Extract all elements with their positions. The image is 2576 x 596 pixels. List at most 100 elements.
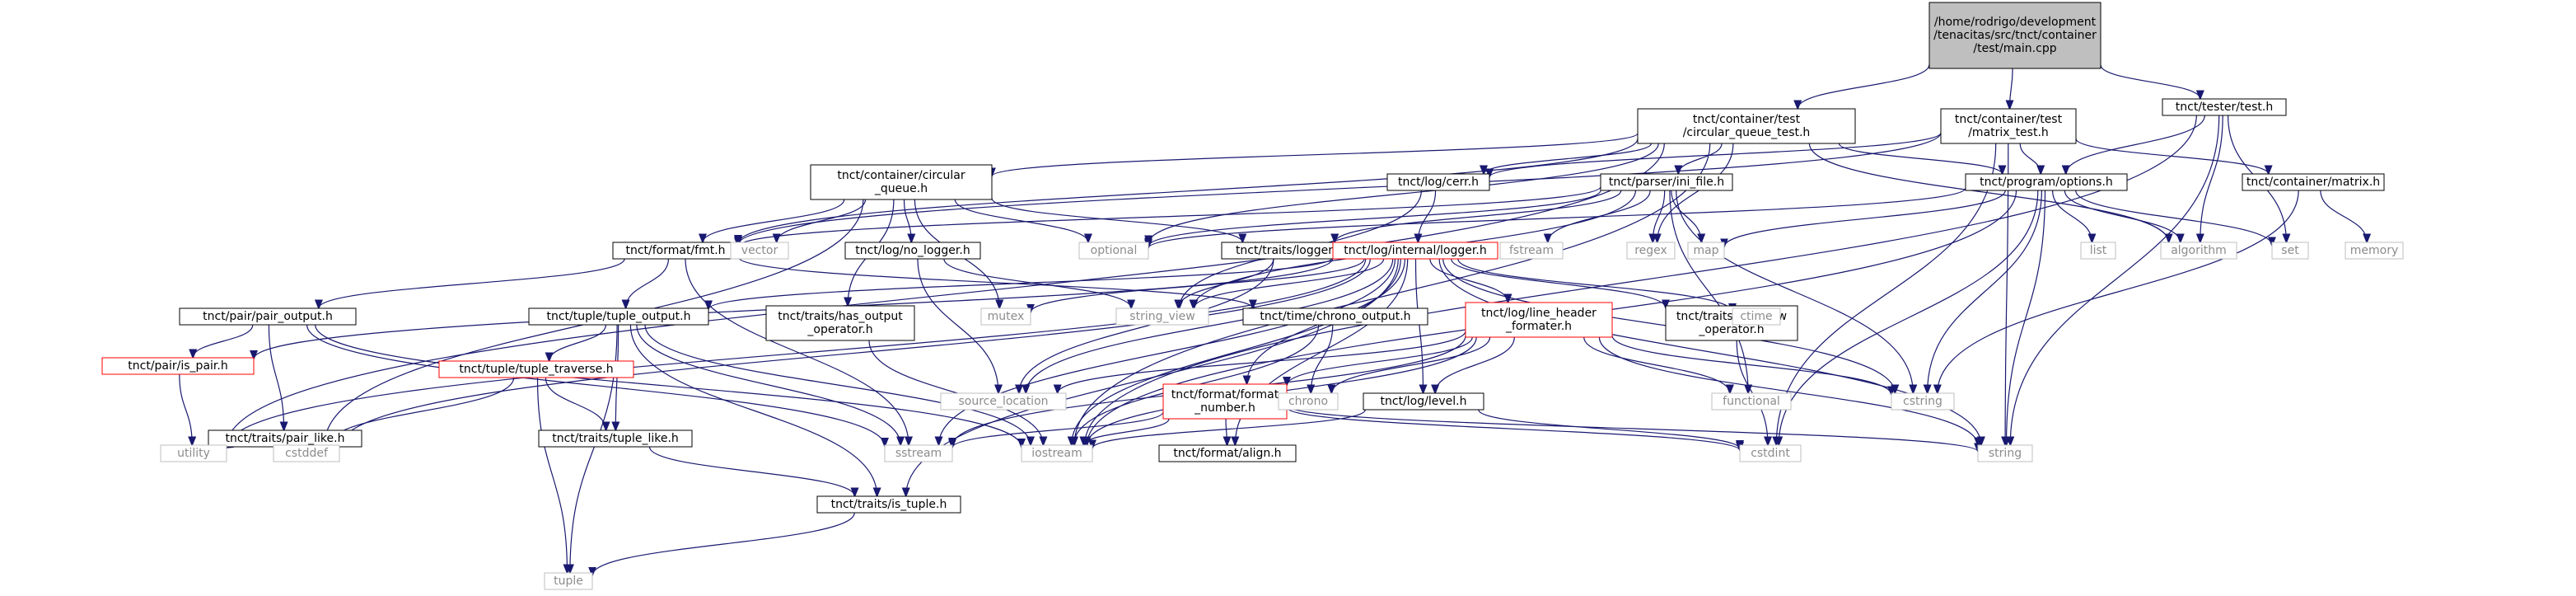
node-istuple[interactable]: tnct/traits/is_tuple.h xyxy=(816,495,961,514)
node-tupletrav[interactable]: tnct/tuple/tuple_traverse.h xyxy=(438,360,634,378)
node-nologger-label-line-0: tnct/log/no_logger.h xyxy=(855,244,970,257)
node-source_location-label-line-0: source_location xyxy=(958,395,1048,408)
node-fmt[interactable]: tnct/format/fmt.h xyxy=(612,242,739,260)
node-ispair[interactable]: tnct/pair/is_pair.h xyxy=(101,357,255,375)
node-root-label-line-1: /tenacitas/src/tnct/container xyxy=(1933,29,2097,42)
node-fmtnum-label-line-0: tnct/format/format xyxy=(1171,388,1279,401)
node-circq[interactable]: tnct/container/circular_queue.h xyxy=(810,164,993,200)
node-map-box xyxy=(1687,242,1725,260)
node-nologger[interactable]: tnct/log/no_logger.h xyxy=(844,242,981,260)
node-inifile-box xyxy=(1600,173,1733,191)
edge-tupleout-to-tupletrav xyxy=(549,324,606,361)
node-sstream-box xyxy=(884,444,953,462)
edge-intlogger-to-tupleout xyxy=(708,256,1334,309)
node-loglevel-box xyxy=(1363,392,1484,411)
node-ctime-label-line-0: ctime xyxy=(1740,310,1772,323)
edge-progopt-to-list xyxy=(2052,190,2092,242)
node-tester-label-line-0: tnct/tester/test.h xyxy=(2176,101,2273,114)
node-cstring-box xyxy=(1891,392,1955,411)
edge-linehdr-to-string xyxy=(1598,336,1978,446)
edge-loglevel-to-cstdint xyxy=(1478,409,1740,449)
node-pairout-box xyxy=(179,307,357,326)
node-tester[interactable]: tnct/tester/test.h xyxy=(2162,98,2287,116)
node-root-label-line-2: /test/main.cpp xyxy=(1973,42,2056,55)
node-vector-label-line-0: vector xyxy=(741,244,778,257)
edge-loglevel-to-iostream xyxy=(1092,409,1366,448)
node-cstdint: cstdint xyxy=(1739,444,1802,462)
node-hasout-box xyxy=(765,305,915,341)
node-cstddef-label-line-0: cstddef xyxy=(285,447,329,460)
edge-ispair-to-utility xyxy=(179,373,192,445)
node-fstream-label-line-0: fstream xyxy=(1509,244,1554,257)
node-pairout[interactable]: tnct/pair/pair_output.h xyxy=(179,307,357,326)
node-tuplelike[interactable]: tnct/traits/tuple_like.h xyxy=(538,429,693,448)
edge-root-to-cq_test xyxy=(1798,63,1930,109)
node-loglevel[interactable]: tnct/log/level.h xyxy=(1363,392,1484,411)
node-intlogger[interactable]: tnct/log/internal/logger.h xyxy=(1332,242,1498,260)
edge-progopt-to-map xyxy=(1724,190,2006,247)
edge-circq-to-nologger xyxy=(903,199,912,242)
edge-cq_test-to-utility xyxy=(227,143,1665,447)
node-matrix[interactable]: tnct/container/matrix.h xyxy=(2242,173,2385,191)
node-mutex: mutex xyxy=(980,307,1031,326)
node-progopt-box xyxy=(1965,173,2128,191)
node-cq_test-box xyxy=(1637,108,1856,144)
node-progopt-label-line-0: tnct/program/options.h xyxy=(1980,176,2113,189)
edge-nologger-to-source_location xyxy=(917,258,998,393)
node-istuple-label-line-0: tnct/traits/is_tuple.h xyxy=(831,498,947,511)
edge-progopt-to-set xyxy=(2075,190,2272,246)
node-fmtnum-box xyxy=(1162,383,1288,420)
edge-mx_test-to-cstdint xyxy=(1776,143,1997,445)
edge-fmt-to-chrono_out xyxy=(737,256,1253,308)
node-fmt-label-line-0: tnct/format/fmt.h xyxy=(625,244,725,257)
node-sstream-label-line-0: sstream xyxy=(895,447,942,460)
node-root[interactable]: /home/rodrigo/development/tenacitas/src/… xyxy=(1928,2,2101,69)
node-traitslogger[interactable]: tnct/traits/logger.h xyxy=(1221,242,1358,260)
node-source_location: source_location xyxy=(940,392,1067,411)
edge-progopt-to-optional xyxy=(1148,187,1966,248)
node-pairlike-label-line-0: tnct/traits/pair_like.h xyxy=(226,432,345,445)
node-fmtnum[interactable]: tnct/format/format_number.h xyxy=(1162,383,1288,420)
node-chrono: chrono xyxy=(1278,392,1339,411)
edge-traitslogger-to-source_location xyxy=(1019,258,1274,393)
node-tuple-label-line-0: tuple xyxy=(554,575,583,588)
node-mx_test-label-line-0: tnct/container/test xyxy=(1955,113,2063,126)
node-string_view: string_view xyxy=(1115,307,1209,326)
edge-intlogger-to-string xyxy=(1438,258,1981,445)
node-hasout[interactable]: tnct/traits/has_output_operator.h xyxy=(765,305,915,341)
node-cq_test[interactable]: tnct/container/test/circular_queue_test.… xyxy=(1637,108,1856,144)
node-functional-box xyxy=(1711,392,1792,411)
edge-intlogger-to-utility xyxy=(227,258,1367,448)
edge-tester-to-progopt xyxy=(2066,115,2205,174)
node-chrono_out[interactable]: tnct/time/chrono_output.h xyxy=(1242,307,1428,326)
node-tuple-box xyxy=(544,572,593,590)
edge-inifile-to-regex xyxy=(1653,190,1666,242)
edge-inifile-to-functional xyxy=(1669,190,1748,393)
node-chrono_out-box xyxy=(1242,307,1428,326)
edge-tupleout-to-sstream xyxy=(636,324,900,445)
node-tupleout[interactable]: tnct/tuple/tuple_output.h xyxy=(528,307,709,326)
edge-intlogger-to-string_view xyxy=(1194,258,1385,308)
node-iostream-label-line-0: iostream xyxy=(1031,447,1082,460)
node-hasout-label-line-0: tnct/traits/has_output xyxy=(778,310,903,323)
node-cerr-label-line-0: tnct/log/cerr.h xyxy=(1398,176,1479,189)
node-mx_test[interactable]: tnct/container/test/matrix_test.h xyxy=(1940,108,2077,144)
node-inifile[interactable]: tnct/parser/ini_file.h xyxy=(1600,173,1733,191)
edge-cq_test-to-progopt xyxy=(1838,143,2002,174)
edge-linehdr-to-functional xyxy=(1583,336,1730,393)
edge-cq_test-to-cerr xyxy=(1484,143,1653,174)
edge-circq-to-vector xyxy=(777,199,867,242)
node-progopt[interactable]: tnct/program/options.h xyxy=(1965,173,2128,191)
edge-root-to-tester xyxy=(2100,64,2200,99)
node-string-label-line-0: string xyxy=(1989,447,2022,460)
node-pairlike[interactable]: tnct/traits/pair_like.h xyxy=(208,429,362,448)
node-linehdr[interactable]: tnct/log/line_header_formater.h xyxy=(1465,302,1613,338)
node-memory-label-line-0: memory xyxy=(2350,244,2399,257)
node-cstddef: cstddef xyxy=(273,444,340,462)
node-algorithm-box xyxy=(2160,242,2237,260)
edge-linehdr-to-source_location xyxy=(1058,331,1466,393)
node-cerr[interactable]: tnct/log/cerr.h xyxy=(1386,173,1490,191)
node-align[interactable]: tnct/format/align.h xyxy=(1158,444,1297,462)
edge-intlogger-to-sstream xyxy=(939,258,1396,445)
